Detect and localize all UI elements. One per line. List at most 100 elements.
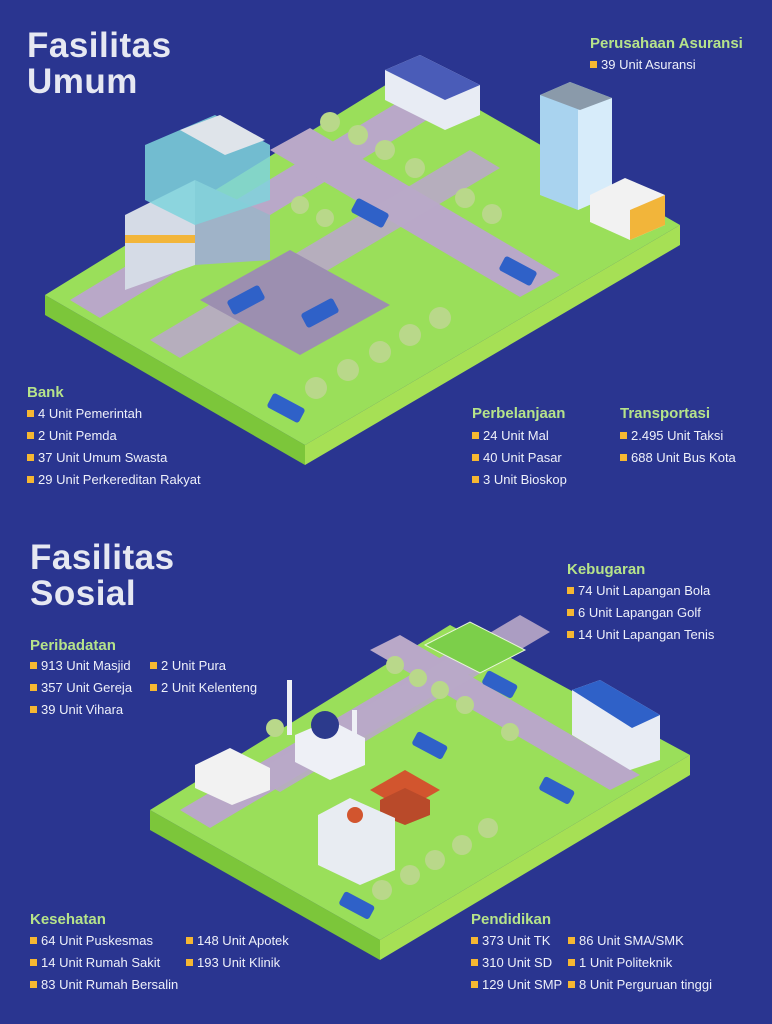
bullet-icon (30, 662, 37, 669)
bullet-icon (27, 432, 34, 439)
heading-perusahaan-asuransi: Perusahaan Asuransi (590, 35, 743, 52)
bullet-icon (620, 432, 627, 439)
bullet-icon (27, 476, 34, 483)
item-text: 2 Unit Pemda (38, 428, 117, 443)
bullet-icon (186, 937, 193, 944)
list-item: 86 Unit SMA/SMK (568, 933, 684, 948)
list-item: 2 Unit Pemda (27, 428, 117, 443)
heading-kesehatan: Kesehatan (30, 911, 106, 928)
bullet-icon (471, 937, 478, 944)
item-text: 913 Unit Masjid (41, 658, 131, 673)
item-text: 148 Unit Apotek (197, 933, 289, 948)
list-item: 24 Unit Mal (472, 428, 549, 443)
item-text: 64 Unit Puskesmas (41, 933, 153, 948)
item-text: 4 Unit Pemerintah (38, 406, 143, 421)
bullet-icon (568, 981, 575, 988)
bullet-icon (30, 959, 37, 966)
public-facilities-city-illustration (45, 55, 680, 465)
bullet-icon (472, 454, 479, 461)
item-text: 2 Unit Pura (161, 658, 227, 673)
list-item: 3 Unit Bioskop (472, 472, 567, 487)
item-text: 1 Unit Politeknik (579, 955, 673, 970)
list-item: 8 Unit Perguruan tinggi (568, 977, 712, 992)
item-text: 14 Unit Rumah Sakit (41, 955, 161, 970)
item-text: 688 Unit Bus Kota (631, 450, 736, 465)
list-item: 6 Unit Lapangan Golf (567, 605, 701, 620)
heading-pendidikan: Pendidikan (471, 911, 552, 928)
item-text: 40 Unit Pasar (483, 450, 562, 465)
list-item: 83 Unit Rumah Bersalin (30, 977, 178, 992)
bullet-icon (567, 587, 574, 594)
item-text: 74 Unit Lapangan Bola (578, 583, 711, 598)
list-item: 74 Unit Lapangan Bola (567, 583, 710, 598)
item-text: 8 Unit Perguruan tinggi (579, 977, 712, 992)
bullet-icon (30, 706, 37, 713)
list-item: 37 Unit Umum Swasta (27, 450, 167, 465)
list-item: 2 Unit Kelenteng (150, 680, 257, 695)
bullet-icon (30, 981, 37, 988)
list-item: 310 Unit SD (471, 955, 552, 970)
item-text: 83 Unit Rumah Bersalin (41, 977, 179, 992)
social-facilities-city-illustration (150, 615, 690, 960)
item-text: 39 Unit Asuransi (601, 57, 696, 72)
list-item: 39 Unit Vihara (30, 702, 123, 717)
list-item: 913 Unit Masjid (30, 658, 131, 673)
item-text: 373 Unit TK (482, 933, 551, 948)
list-item: 148 Unit Apotek (186, 933, 289, 948)
item-text: 2.495 Unit Taksi (631, 428, 724, 443)
list-item: 39 Unit Asuransi (590, 57, 696, 72)
list-item: 40 Unit Pasar (472, 450, 562, 465)
list-item: 14 Unit Rumah Sakit (30, 955, 160, 970)
bullet-icon (150, 662, 157, 669)
item-text: 29 Unit Perkereditan Rakyat (38, 472, 201, 487)
item-text: 86 Unit SMA/SMK (579, 933, 684, 948)
item-text: 37 Unit Umum Swasta (38, 450, 168, 465)
bullet-icon (590, 61, 597, 68)
title-line: Sosial (30, 574, 137, 613)
item-text: 357 Unit Gereja (41, 680, 133, 695)
item-text: 2 Unit Kelenteng (161, 680, 258, 695)
bullet-icon (567, 609, 574, 616)
bullet-icon (186, 959, 193, 966)
heading-kebugaran: Kebugaran (567, 561, 646, 578)
list-item: 4 Unit Pemerintah (27, 406, 142, 421)
list-item: 373 Unit TK (471, 933, 550, 948)
list-item: 193 Unit Klinik (186, 955, 280, 970)
bullet-icon (30, 937, 37, 944)
bullet-icon (472, 432, 479, 439)
title-line: Fasilitas (27, 26, 172, 65)
list-item: 2 Unit Pura (150, 658, 226, 673)
bullet-icon (620, 454, 627, 461)
item-text: 3 Unit Bioskop (483, 472, 567, 487)
item-text: 193 Unit Klinik (197, 955, 281, 970)
heading-bank: Bank (27, 384, 64, 401)
item-text: 6 Unit Lapangan Golf (578, 605, 701, 620)
list-item: 64 Unit Puskesmas (30, 933, 153, 948)
bullet-icon (568, 959, 575, 966)
bullet-icon (27, 410, 34, 417)
bullet-icon (567, 631, 574, 638)
section-title-fasilitas-sosial: Fasilitas Sosial (30, 540, 175, 612)
item-text: 24 Unit Mal (483, 428, 549, 443)
title-line: Umum (27, 62, 138, 101)
bullet-icon (471, 959, 478, 966)
list-item: 1 Unit Politeknik (568, 955, 672, 970)
list-item: 14 Unit Lapangan Tenis (567, 627, 714, 642)
bullet-icon (471, 981, 478, 988)
item-text: 39 Unit Vihara (41, 702, 124, 717)
heading-transportasi: Transportasi (620, 405, 711, 422)
item-text: 14 Unit Lapangan Tenis (578, 627, 715, 642)
bullet-icon (568, 937, 575, 944)
bullet-icon (472, 476, 479, 483)
list-item: 2.495 Unit Taksi (620, 428, 723, 443)
section-title-fasilitas-umum: Fasilitas Umum (27, 28, 172, 100)
item-text: 129 Unit SMP (482, 977, 563, 992)
list-item: 29 Unit Perkereditan Rakyat (27, 472, 201, 487)
heading-peribadatan: Peribadatan (30, 637, 116, 654)
title-line: Fasilitas (30, 538, 175, 577)
bullet-icon (27, 454, 34, 461)
list-item: 688 Unit Bus Kota (620, 450, 736, 465)
bullet-icon (150, 684, 157, 691)
heading-perbelanjaan: Perbelanjaan (472, 405, 566, 422)
